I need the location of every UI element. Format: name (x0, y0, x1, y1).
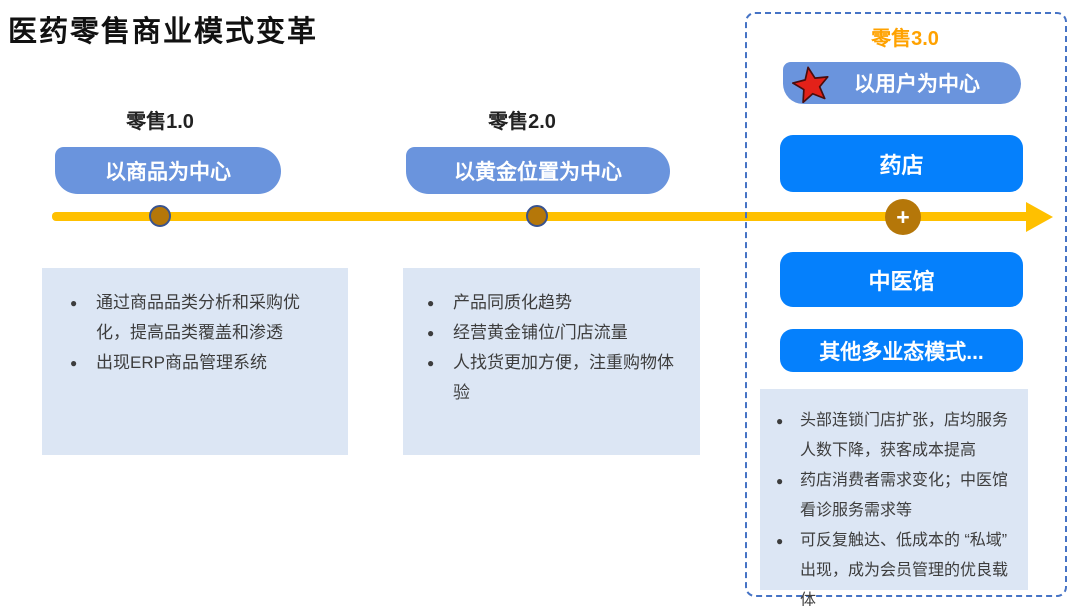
bullet-icon: ● (70, 356, 78, 370)
list-item: ● 药店消费者需求变化；中医馆看诊服务需求等 (774, 466, 1020, 526)
timeline-arrowhead-icon (1026, 202, 1053, 232)
list-item: ● 经营黄金铺位/门店流量 (425, 318, 680, 348)
list-item: ● 通过商品品类分析和采购优化，提高品类覆盖和渗透 (68, 288, 322, 348)
bullet-icon: ● (70, 296, 78, 310)
page-title: 医药零售商业模式变革 (8, 16, 319, 48)
plus-icon: + (896, 203, 910, 230)
list-item: ● 人找货更加方便，注重购物体验 (425, 348, 680, 408)
stage1-pill: 以商品为中心 (55, 147, 281, 194)
tcm-clinic-button-label: 中医馆 (868, 268, 935, 294)
stage1-pill-text: 以商品为中心 (105, 160, 231, 184)
pharmacy-button-label: 药店 (879, 152, 924, 178)
star-icon (792, 66, 829, 103)
tcm-clinic-button: 中医馆 (780, 252, 1023, 307)
pharmacy-button: 药店 (780, 135, 1023, 192)
bullet-icon: ● (427, 326, 435, 340)
list-item: ● 头部连锁门店扩张，店均服务人数下降，获客成本提高 (774, 406, 1020, 466)
stage2-notes: ● 产品同质化趋势 ● 经营黄金铺位/门店流量 ● 人找货更加方便，注重购物体验 (403, 268, 700, 455)
stage2-pill-text: 以黄金位置为中心 (454, 160, 622, 184)
bullet-icon: ● (427, 296, 435, 310)
list-item: ● 出现ERP商品管理系统 (68, 348, 322, 378)
list-item: ● 产品同质化趋势 (425, 288, 680, 318)
list-item: ● 可反复触达、低成本的 “私域” 出现，成为会员管理的优良载体 (774, 526, 1020, 606)
timeline-marker-stage2 (526, 205, 548, 227)
timeline-plus-marker: + (885, 199, 921, 235)
other-formats-button: 其他多业态模式... (780, 329, 1023, 372)
bullet-icon: ● (776, 474, 784, 488)
timeline-marker-stage1 (149, 205, 171, 227)
stage3-label: 零售3.0 (871, 28, 939, 50)
stage2-pill: 以黄金位置为中心 (406, 147, 670, 194)
stage1-notes: ● 通过商品品类分析和采购优化，提高品类覆盖和渗透 ● 出现ERP商品管理系统 (42, 268, 348, 455)
stage3-pill-text: 以用户为中心 (854, 73, 980, 96)
stage3-panel (745, 12, 1067, 597)
other-formats-button-label: 其他多业态模式... (819, 340, 984, 364)
bullet-icon: ● (776, 414, 784, 428)
bullet-icon: ● (427, 356, 435, 370)
stage2-label: 零售2.0 (488, 111, 556, 133)
stage1-label: 零售1.0 (126, 111, 194, 133)
bullet-icon: ● (776, 534, 784, 548)
stage3-notes: ● 头部连锁门店扩张，店均服务人数下降，获客成本提高 ● 药店消费者需求变化；中… (760, 389, 1028, 606)
